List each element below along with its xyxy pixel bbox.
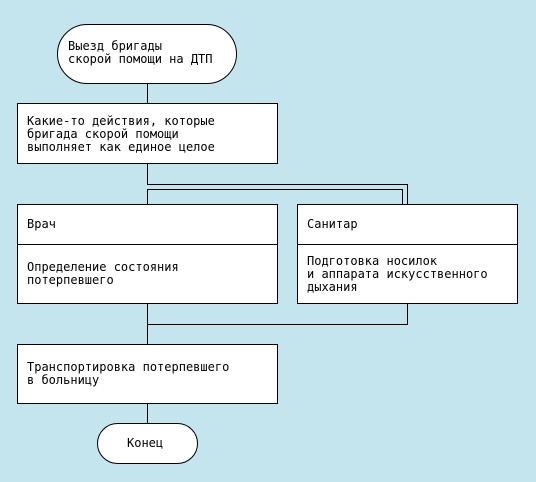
start-label: Выезд бригады скорой помощи на ДТП [68,39,213,66]
step2-label: Транспортировка потерпевшего в больницу [27,360,230,387]
lane-left-body: Определение состояния потерпевшего [27,260,179,287]
process-box-step2 [17,344,278,404]
lane-right-box [297,204,518,304]
lane-right-body: Подготовка носилок и аппарата искусствен… [307,254,488,294]
start-terminator [57,24,237,84]
step1-label: Какие-то действия, которые бригада скоро… [27,114,215,154]
end-terminator [97,423,198,464]
lane-left-box [17,204,278,304]
lane-left-header: Врач [27,217,56,231]
connectors [147,84,408,423]
lane-right-header: Санитар [307,217,358,231]
process-box-step1 [17,103,278,164]
end-label: Конец [127,436,164,450]
